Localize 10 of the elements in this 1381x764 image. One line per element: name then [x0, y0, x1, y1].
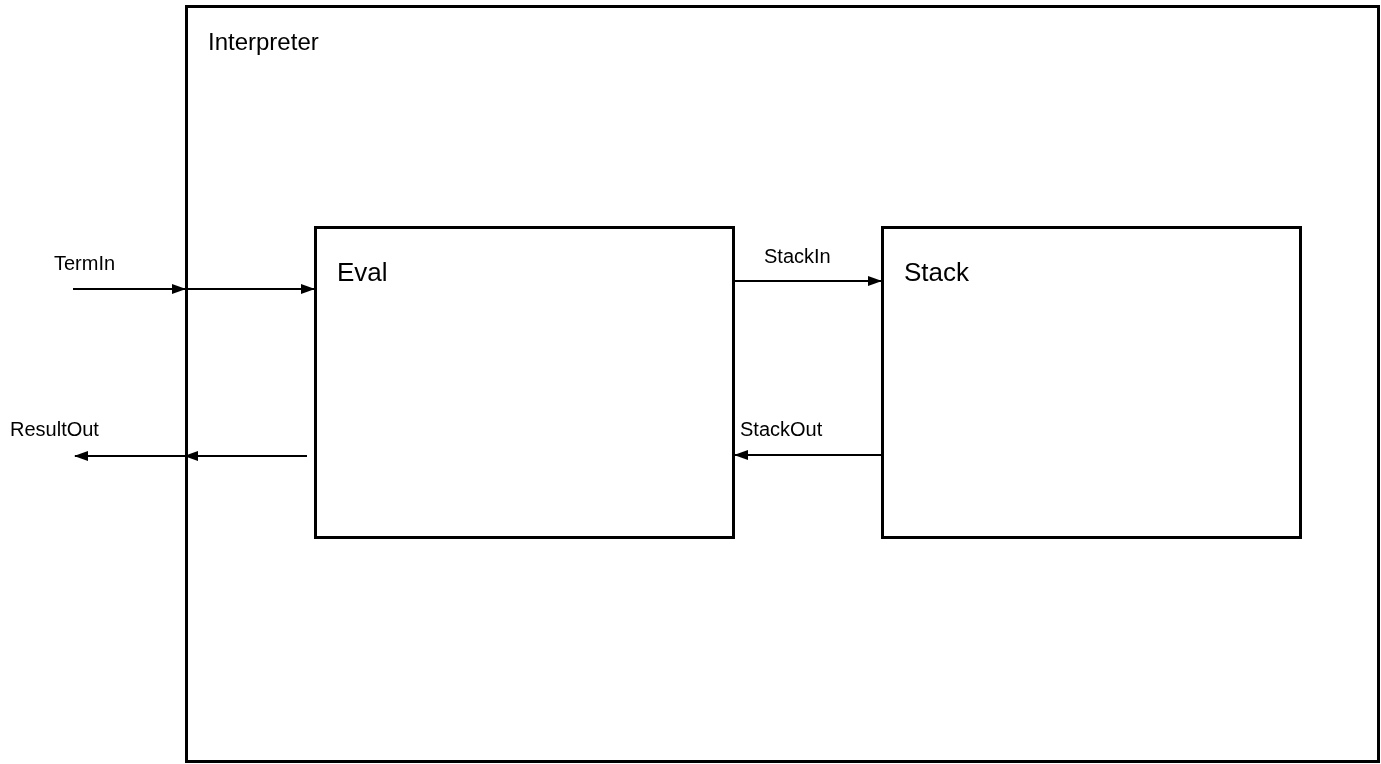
process-box: [881, 226, 1302, 539]
node-title: Interpreter: [208, 28, 319, 56]
arrow: [734, 276, 882, 286]
container-box: [185, 5, 1380, 763]
arrow: [734, 450, 882, 460]
node-title: Eval: [337, 257, 388, 288]
arrow: [74, 451, 186, 461]
arrow: [72, 284, 186, 294]
process-box: [314, 226, 735, 539]
node-title: Stack: [904, 257, 970, 288]
